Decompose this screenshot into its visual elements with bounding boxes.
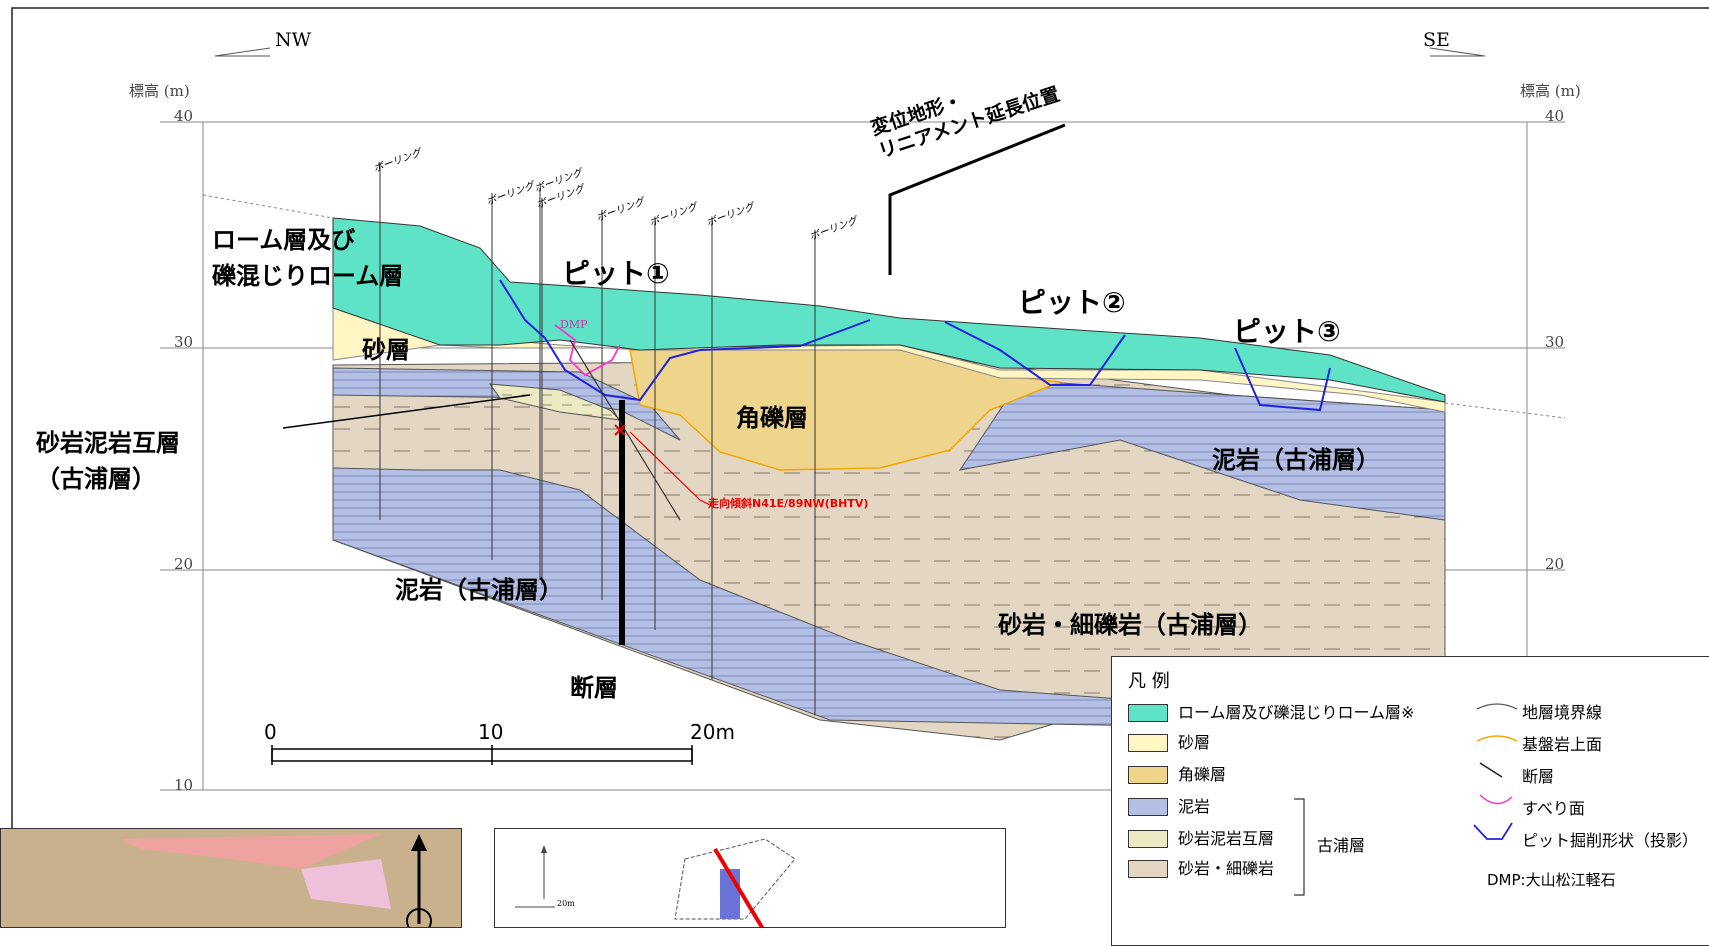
direction-label-se: SE bbox=[1423, 29, 1450, 51]
strike-dip-label: 走向傾斜N41E/89NW(BHTV) bbox=[708, 497, 869, 510]
axis-label-right: 標高 (m) bbox=[1520, 82, 1581, 100]
inset-map-plan: 20m bbox=[494, 828, 1006, 928]
fault-trace-thin bbox=[569, 339, 681, 521]
tick-left-30: 30 bbox=[174, 333, 194, 351]
sandstone-fine-label: 砂岩・細礫岩（古浦層） bbox=[998, 611, 1262, 639]
legend-label-alternating: 砂岩泥岩互層 bbox=[1178, 829, 1275, 848]
ground-extension-left bbox=[202, 194, 334, 219]
sand-label: 砂層 bbox=[362, 336, 410, 364]
legend-line-basement: 基盤岩上面 bbox=[1522, 735, 1603, 754]
legend-label-loam: ローム層及び礫混じりローム層※ bbox=[1178, 703, 1415, 722]
inset-map-location bbox=[0, 828, 462, 928]
legend-label-sandstone-fine: 砂岩・細礫岩 bbox=[1178, 859, 1275, 878]
inset-scale-label: 20m bbox=[557, 899, 575, 908]
dmp-label: DMP bbox=[560, 318, 588, 331]
strike-dip-marker bbox=[614, 424, 626, 436]
mudstone-right-label: 泥岩（古浦層） bbox=[1212, 446, 1380, 474]
outer-frame bbox=[11, 7, 1709, 923]
pit2-label: ピット② bbox=[1018, 286, 1126, 319]
tick-right-40: 40 bbox=[1545, 107, 1565, 125]
scale-label-10: 10 bbox=[478, 720, 504, 744]
ground-extension-right bbox=[1444, 402, 1566, 419]
legend-line-slip: すべり面 bbox=[1522, 799, 1585, 818]
displacement-marker bbox=[888, 123, 1066, 275]
legend-swatch-loam bbox=[1128, 704, 1168, 722]
layer-mudstone-right bbox=[958, 379, 1446, 521]
loam-label: ローム層及び 礫混じりローム層 bbox=[212, 226, 404, 290]
legend-line-pit: ピット掘削形状（投影） bbox=[1522, 831, 1699, 850]
pit1-label: ピット① bbox=[562, 257, 670, 290]
legend-label-mudstone: 泥岩 bbox=[1178, 797, 1211, 816]
sandstone-mudstone-label: 砂岩泥岩互層 （古浦層） bbox=[36, 429, 180, 493]
legend-swatch-sand bbox=[1128, 734, 1168, 752]
direction-arrows bbox=[214, 47, 1486, 57]
legend-swatch-alternating bbox=[1128, 830, 1168, 848]
legend-group-bracket bbox=[1294, 798, 1305, 896]
legend-group-label: 古浦層 bbox=[1317, 836, 1366, 855]
legend-swatch-sandstone-fine bbox=[1128, 860, 1168, 878]
scale-bar bbox=[271, 745, 693, 765]
legend-label-sand: 砂層 bbox=[1178, 733, 1211, 752]
legend-swatch-mudstone bbox=[1128, 798, 1168, 816]
pit-excavation-outlines bbox=[499, 279, 1331, 412]
legend-line-symbols bbox=[1473, 703, 1518, 840]
legend-note: DMP:大山松江軽石 bbox=[1487, 871, 1616, 889]
inset-map-plan-drawing bbox=[515, 838, 796, 927]
legend-title: 凡 例 bbox=[1128, 671, 1170, 692]
fault-label: 断層 bbox=[570, 674, 618, 702]
scale-label-0: 0 bbox=[264, 720, 277, 744]
tick-left-10: 10 bbox=[174, 776, 194, 794]
alt-layer-leader bbox=[282, 394, 531, 429]
axis-label-left: 標高 (m) bbox=[129, 82, 190, 100]
tick-left-40: 40 bbox=[174, 107, 194, 125]
mudstone-left-label: 泥岩（古浦層） bbox=[395, 576, 563, 604]
legend-label-breccia: 角礫層 bbox=[1178, 765, 1227, 784]
legend-line-fault: 断層 bbox=[1522, 767, 1555, 786]
pit3-label: ピット③ bbox=[1233, 315, 1341, 348]
slip-surface bbox=[554, 324, 621, 377]
tick-right-20: 20 bbox=[1545, 555, 1565, 573]
boring-lines bbox=[379, 162, 816, 715]
legend-line-boundary: 地層境界線 bbox=[1522, 703, 1603, 722]
legend: 凡 例 ローム層及び礫混じりローム層※ 砂層 角礫層 泥岩 砂岩泥岩互層 砂岩・… bbox=[1111, 656, 1709, 946]
tick-left-20: 20 bbox=[174, 555, 194, 573]
section-layers bbox=[332, 217, 1446, 741]
breccia-label: 角礫層 bbox=[736, 404, 808, 432]
scale-label-20m: 20m bbox=[690, 720, 735, 744]
legend-swatch-breccia bbox=[1128, 766, 1168, 784]
layer-mudstone-upper-left bbox=[332, 367, 681, 441]
direction-label-nw: NW bbox=[275, 29, 312, 51]
geologic-cross-section bbox=[11, 7, 1709, 923]
layer-loam bbox=[332, 217, 1446, 403]
tick-right-30: 30 bbox=[1545, 333, 1565, 351]
strike-dip-leader bbox=[629, 431, 711, 506]
layer-mudstone-lower bbox=[332, 467, 1446, 733]
inset-map-location-drawing bbox=[121, 834, 432, 927]
